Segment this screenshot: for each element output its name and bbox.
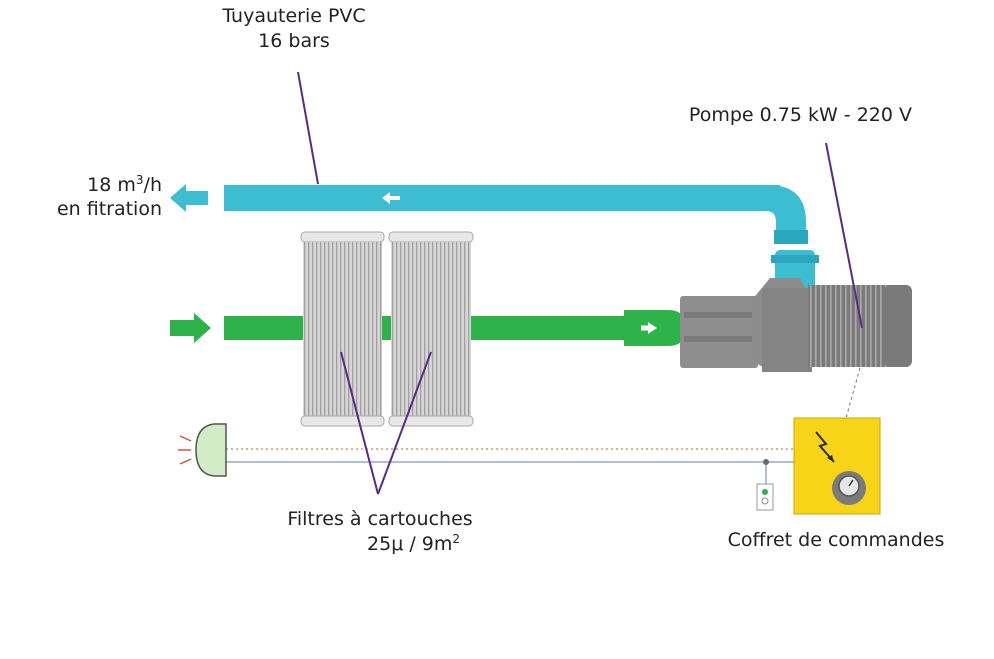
filter-cartridge-1 [300,231,385,427]
pipe-label-line2: 16 bars [258,30,330,52]
arrow-right-icon [170,313,211,343]
filters-label-line2: 25μ / 9m2 [367,532,460,555]
control-box [793,417,881,515]
lightning-icon [815,431,835,463]
flow-arrow-left-icon [382,192,400,204]
pool-light-icon [178,423,227,477]
level-sensor-icon [756,483,774,511]
flow-arrow-right-icon [641,322,657,334]
return-pipe [224,185,819,296]
flow-label-line2: en fitration [57,198,162,220]
pump-label: Pompe 0.75 kW - 220 V [689,104,912,126]
pump-power-cable [845,367,861,419]
flow-label-line1: 18 m3/h [87,173,162,196]
control-box-label: Coffret de commandes [728,529,945,551]
pump-leader-line [825,142,863,329]
filters-label-line1: Filtres à cartouches [287,508,472,530]
filter-leader-line-2 [377,351,432,495]
filter-leader-line-1 [340,351,379,495]
filter-cartridge-2 [388,231,474,427]
pipe-label-line1: Tuyauterie PVC [221,5,365,27]
pressure-gauge-icon [832,471,866,505]
arrow-left-icon [170,184,208,212]
pump [680,278,912,372]
pipe-leader-line [297,71,319,185]
